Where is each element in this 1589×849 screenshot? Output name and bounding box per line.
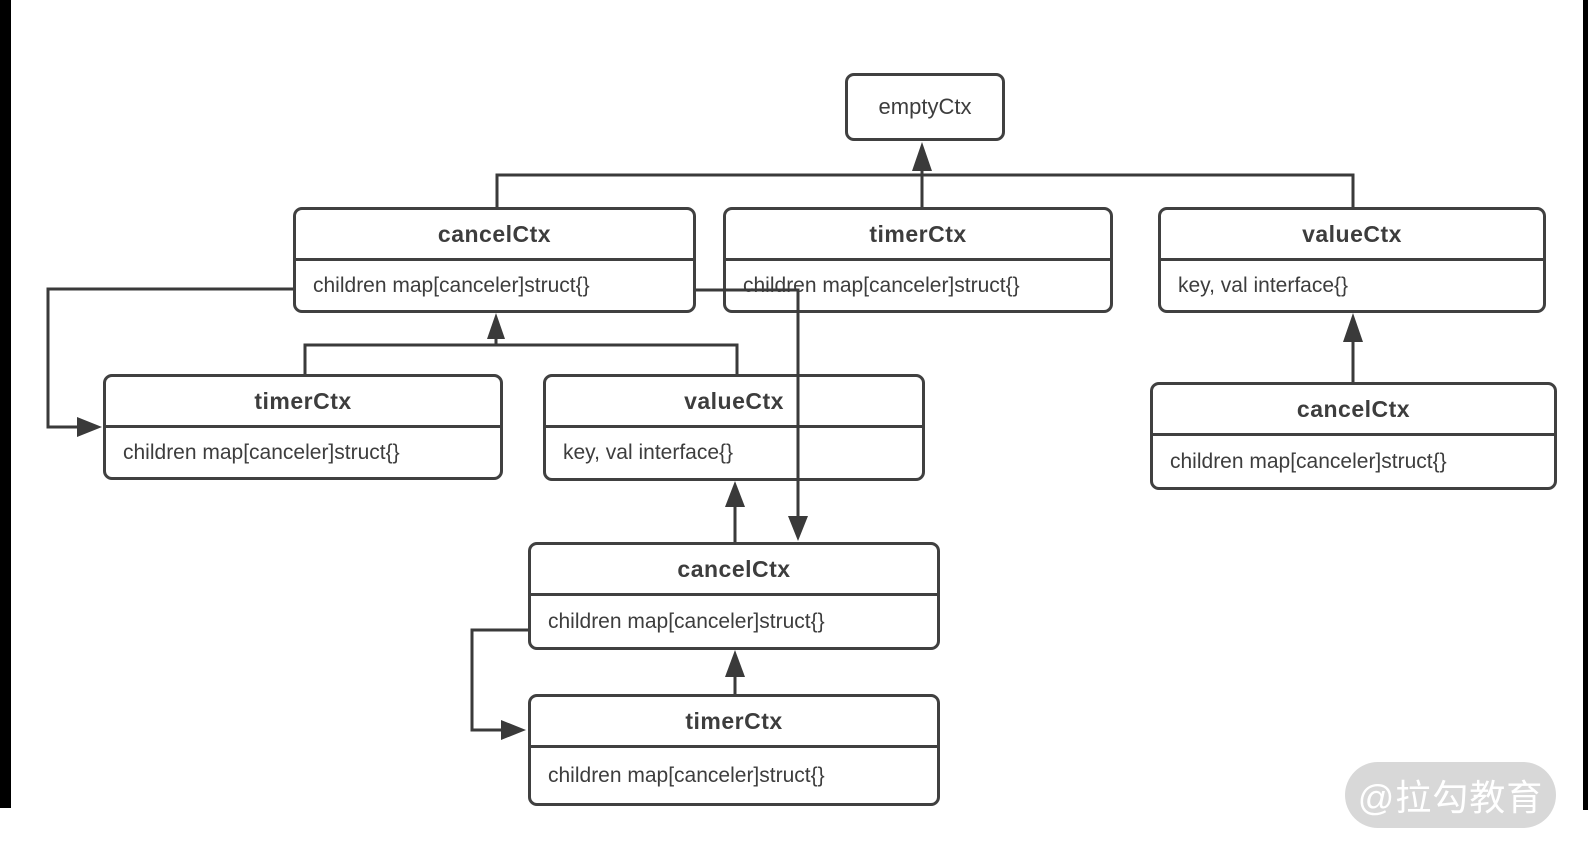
node-cancelctx-l4-field: children map[canceler]struct{}	[548, 609, 825, 633]
node-valuectx-l3-field: key, val interface{}	[563, 441, 734, 464]
node-valuectx-l3: valueCtx key, val interface{}	[543, 374, 925, 481]
arrowhead-to-emptyctx	[912, 142, 932, 171]
node-valuectx-l2: valueCtx key, val interface{}	[1158, 207, 1546, 313]
arrowhead-to-cancelctx-l2	[487, 313, 505, 339]
node-cancelctx-l2: cancelCtx children map[canceler]struct{}	[293, 207, 696, 313]
edge-cancelctx-l4-to-timerctx-l5	[470, 628, 528, 732]
watermark-badge: @拉勾教育	[1345, 762, 1556, 828]
node-cancelctx-l4: cancelCtx children map[canceler]struct{}	[528, 542, 940, 650]
node-timerctx-l3-field: children map[canceler]struct{}	[123, 440, 400, 464]
node-timerctx-l3-title: timerCtx	[106, 377, 500, 428]
edge-mid-bus	[303, 343, 739, 374]
node-cancelctx-l3-right-title: cancelCtx	[1153, 385, 1554, 436]
node-valuectx-l2-title: valueCtx	[1161, 210, 1543, 261]
node-cancelctx-l3-right: cancelCtx children map[canceler]struct{}	[1150, 382, 1557, 490]
node-timerctx-l5-field: children map[canceler]struct{}	[548, 763, 825, 787]
arrowhead-to-timerctx-l3	[77, 417, 102, 437]
node-timerctx-l2-field: children map[canceler]struct{}	[743, 273, 1020, 297]
node-timerctx-l2-title: timerCtx	[726, 210, 1110, 261]
node-valuectx-l2-field: key, val interface{}	[1178, 273, 1349, 297]
node-cancelctx-l4-title: cancelCtx	[531, 545, 937, 596]
edge-top-bus	[495, 173, 1355, 207]
arrowhead-to-cancelctx-l4-top	[788, 516, 808, 541]
node-cancelctx-l3-right-field: children map[canceler]struct{}	[1170, 449, 1447, 473]
node-cancelctx-l2-field: children map[canceler]struct{}	[313, 273, 590, 297]
node-emptyctx-title: emptyCtx	[878, 94, 972, 119]
arrowhead-to-valuectx-l3	[725, 481, 745, 507]
node-valuectx-l3-title: valueCtx	[546, 377, 922, 428]
node-emptyctx: emptyCtx	[845, 73, 1005, 141]
watermark-text: @拉勾教育	[1357, 777, 1544, 818]
node-timerctx-l5: timerCtx children map[canceler]struct{}	[528, 694, 940, 806]
node-timerctx-l2: timerCtx children map[canceler]struct{}	[723, 207, 1113, 313]
arrowhead-to-timerctx-l5	[501, 720, 526, 740]
node-cancelctx-l2-title: cancelCtx	[296, 210, 693, 261]
arrowhead-to-cancelctx-l4-bottom	[725, 650, 745, 677]
arrowhead-to-valuectx-l2	[1343, 313, 1363, 342]
left-black-strip	[0, 0, 11, 808]
node-timerctx-l3: timerCtx children map[canceler]struct{}	[103, 374, 503, 480]
node-timerctx-l5-title: timerCtx	[531, 697, 937, 748]
right-black-strip	[1583, 0, 1588, 810]
